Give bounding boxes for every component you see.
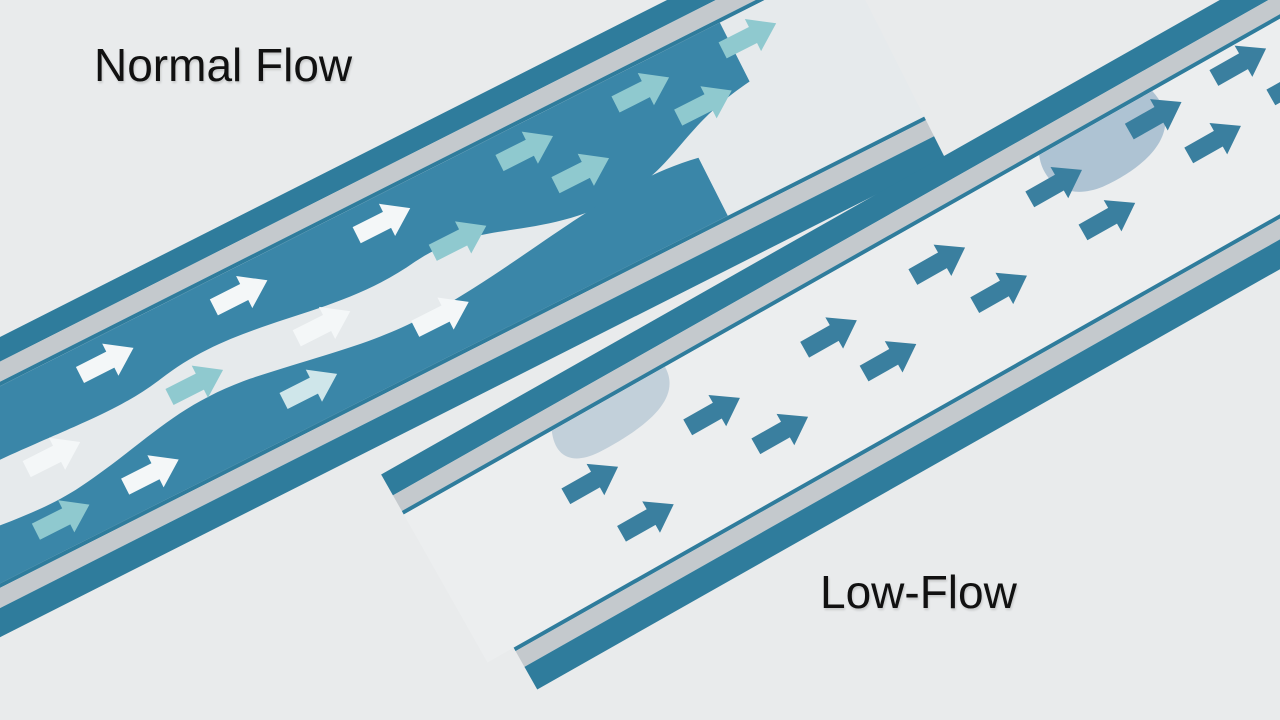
low-flow-pipe	[381, 0, 1280, 690]
pipe-liner-top	[0, 0, 843, 497]
pipe-wall-top	[381, 0, 1280, 496]
pipe-wall-bottom	[0, 136, 946, 701]
sediment	[551, 366, 670, 459]
pipe-wall-top	[0, 0, 835, 481]
pipe-wall-bottom	[524, 125, 1280, 690]
pipe-liner-bottom	[0, 120, 935, 678]
normal-flow-label: Normal Flow	[94, 39, 353, 91]
sediment	[1039, 90, 1166, 192]
pipe-liner-bottom	[515, 109, 1280, 667]
low-flow-label: Low-Flow	[820, 566, 1017, 618]
pipe-liner-top	[392, 0, 1280, 512]
pipe-interior	[403, 0, 1280, 663]
normal-flow-pipe	[0, 0, 946, 701]
